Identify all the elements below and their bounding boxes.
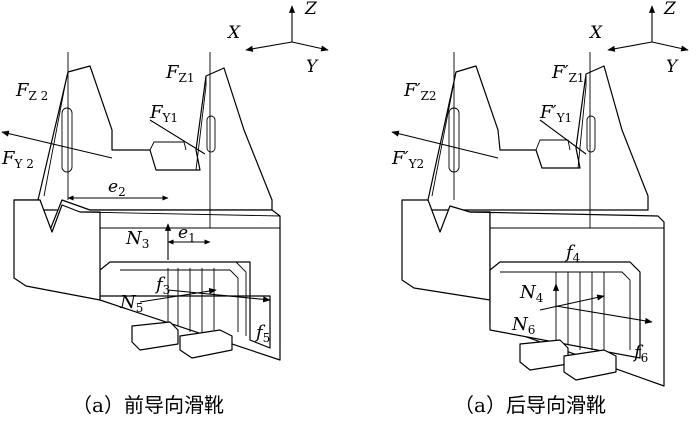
dim-label-e1: e1 <box>178 223 196 245</box>
force-label-fy2-prime: F′Y2 <box>391 148 424 171</box>
axis-z-label: Z <box>304 0 318 19</box>
force-label-n5: N5 <box>119 292 143 315</box>
force-label-fz2: FZ 2 <box>15 80 48 103</box>
force-label-n6: N6 <box>511 314 535 337</box>
front-guide-shoe-view: Z X Y <box>1 0 329 417</box>
axis-x-label-right: X <box>588 23 603 43</box>
coordinate-axes-left: Z X Y <box>226 0 329 77</box>
force-label-fy1: FY1 <box>149 102 178 125</box>
axis-y-label: Y <box>306 57 319 77</box>
caption-front-shoe: （a）前导向滑靴 <box>72 393 224 417</box>
rear-shoe-body <box>401 65 665 387</box>
rear-guide-shoe-view: Z X Y F′Z <box>391 0 689 417</box>
force-label-fz2-prime: F′Z2 <box>403 80 437 103</box>
force-label-fy1-prime: F′Y1 <box>539 102 572 125</box>
dim-label-e2: e2 <box>108 177 126 199</box>
caption-rear-shoe: （a）后导向滑靴 <box>454 393 606 417</box>
force-label-n4: N4 <box>519 282 544 305</box>
rear-force-lines <box>391 52 653 324</box>
force-label-fz1-prime: F′Z1 <box>551 62 585 85</box>
force-label-fy2: FY 2 <box>1 148 34 171</box>
force-label-fz1: FZ1 <box>165 62 194 85</box>
axis-z-label-right: Z <box>663 0 677 19</box>
front-shoe-body <box>13 65 281 361</box>
axis-y-label-right: Y <box>666 57 679 77</box>
force-label-n3: N3 <box>125 228 149 251</box>
front-force-lines <box>1 52 271 303</box>
axis-x-label: X <box>226 23 241 43</box>
coordinate-axes-right: Z X Y <box>588 0 689 77</box>
force-label-f5: f5 <box>254 322 270 345</box>
